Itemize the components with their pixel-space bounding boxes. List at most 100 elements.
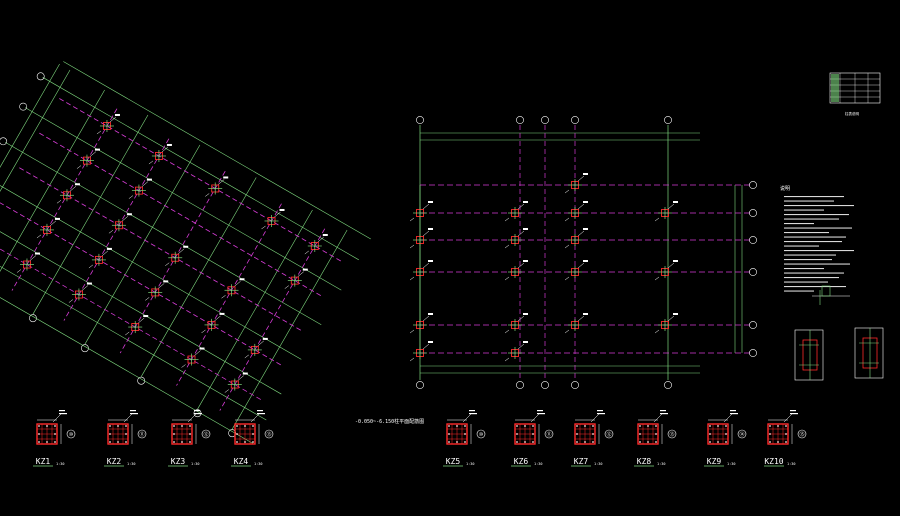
leader-line <box>49 220 57 227</box>
rebar-dot <box>709 425 711 427</box>
detail-frame <box>854 327 884 379</box>
section-label: KZ3 <box>171 457 186 466</box>
leader-line <box>161 146 169 153</box>
section-axis-label: ⑩ <box>69 432 74 438</box>
rebar-dot <box>655 433 657 435</box>
leader-line <box>422 230 430 237</box>
column-mark <box>148 143 172 165</box>
axis-bubble <box>416 381 424 389</box>
rebar-dot <box>236 433 238 435</box>
plan-title: -0.050~-6.150柱平面配筋图 <box>355 418 424 425</box>
leader-line <box>56 200 62 204</box>
axis-bubble <box>36 72 45 81</box>
column-label-mark <box>163 280 169 283</box>
node-details <box>794 327 884 381</box>
beam-line <box>39 132 321 296</box>
dimension-line <box>0 63 60 168</box>
leader-line <box>667 315 675 322</box>
grid-axis-line <box>25 107 342 291</box>
note-text-line <box>784 214 849 216</box>
column-label-mark <box>262 337 268 340</box>
rebar-dot <box>647 425 649 427</box>
leader-line <box>81 285 89 291</box>
beam-line <box>119 170 226 354</box>
column-label-mark <box>428 260 433 262</box>
note-text-line <box>784 277 839 279</box>
column-mark <box>125 315 149 336</box>
dimension-line <box>63 61 371 240</box>
leader-line <box>194 350 201 356</box>
axis-bubble <box>604 429 614 439</box>
rebar-note-mark <box>537 413 545 415</box>
rebar-dot <box>244 441 246 443</box>
rebar-dot <box>584 425 586 427</box>
column-mark <box>108 213 132 234</box>
section-axis-label: ⑩ <box>479 432 484 438</box>
leader-line <box>517 230 525 237</box>
rebar-dot <box>785 441 787 443</box>
section-label: KZ6 <box>514 457 529 466</box>
axis-bubble <box>667 429 677 439</box>
column-label-mark <box>523 260 528 262</box>
leader-line <box>297 271 304 277</box>
leader-line <box>224 389 229 393</box>
axis-bubble <box>516 381 524 389</box>
main-column-plan <box>409 116 757 389</box>
axis-bubble <box>571 381 579 389</box>
leader-line <box>667 262 675 269</box>
note-header: 说明 <box>780 185 790 192</box>
rebar-dot <box>516 425 518 427</box>
note-text-line <box>784 241 842 243</box>
column-mark <box>409 201 433 222</box>
grid-axis-line <box>0 185 302 360</box>
rebar-dot <box>46 441 48 443</box>
rebar-dot <box>117 425 119 427</box>
leader-line <box>530 413 540 423</box>
column-mark <box>68 282 92 303</box>
column-mark <box>409 341 433 362</box>
rebar-note-mark <box>130 413 138 415</box>
rebar-dot <box>189 425 191 427</box>
note-text-line <box>784 227 852 229</box>
column-label-mark <box>94 148 100 151</box>
column-label-mark <box>428 313 433 315</box>
section-axis-label: ⑪ <box>546 431 551 438</box>
leader-line <box>577 175 585 182</box>
leader-line <box>504 217 510 222</box>
rebar-dot <box>181 441 183 443</box>
rebar-note-mark <box>597 410 603 412</box>
rebar-dot <box>769 441 771 443</box>
grid-axis-line <box>140 177 257 377</box>
section-label: KZ10 <box>764 457 783 466</box>
column-label-mark <box>199 347 205 350</box>
column-label-mark <box>583 260 588 262</box>
rebar-dot <box>448 433 450 435</box>
rebar-dot <box>54 425 56 427</box>
column-label-mark <box>143 315 149 318</box>
column-mark <box>409 313 433 334</box>
note-text-line <box>784 281 828 283</box>
rebar-dot <box>456 425 458 427</box>
rebar-dot <box>464 433 466 435</box>
axis-bubble <box>137 429 147 439</box>
axis-bubble <box>664 381 672 389</box>
rebar-note-mark <box>59 413 67 415</box>
axis-bubble <box>749 321 757 329</box>
section-label: KZ7 <box>574 457 589 466</box>
leader-line <box>257 340 264 347</box>
leader-line <box>422 262 430 269</box>
column-mark <box>165 245 189 266</box>
leader-line <box>667 203 675 210</box>
leader-line <box>121 216 129 222</box>
rebar-dot <box>769 425 771 427</box>
section-scale: 1:30 <box>466 462 474 466</box>
note-text-line <box>784 196 844 198</box>
column-mark <box>16 252 40 273</box>
note-text-line <box>784 236 846 238</box>
column-mark <box>654 201 678 222</box>
leader-line <box>148 160 154 165</box>
